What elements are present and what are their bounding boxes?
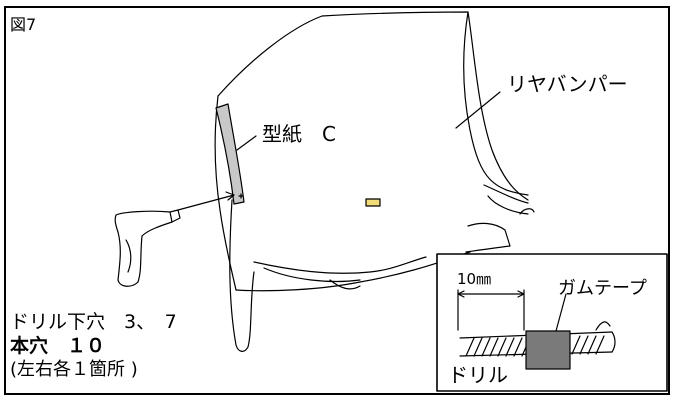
mud-flap-lower bbox=[253, 256, 427, 274]
drill-grip-detail bbox=[125, 239, 132, 273]
drill-bit-end bbox=[611, 331, 616, 353]
dimension-label: 10㎜ bbox=[457, 270, 492, 288]
rear-bumper-outline bbox=[217, 11, 529, 201]
figure-title: 図7 bbox=[10, 15, 37, 34]
drill-bit-hatching bbox=[465, 335, 605, 357]
dim-arrow-left bbox=[457, 290, 465, 298]
bumper-lower-line bbox=[483, 184, 529, 204]
wheel-arch-inner bbox=[235, 251, 471, 292]
tape-leader-line bbox=[555, 293, 567, 332]
mud-flap-outline bbox=[229, 199, 255, 352]
gum-tape-block bbox=[525, 330, 571, 370]
wheel-arch-outline bbox=[214, 95, 237, 291]
bumper-edge-line bbox=[463, 11, 529, 196]
drill-chuck bbox=[169, 209, 181, 223]
template-hole-mark bbox=[238, 193, 244, 199]
bumper-reflector bbox=[519, 208, 535, 215]
bumper-corner-line bbox=[487, 195, 529, 215]
drill-arrow-line bbox=[177, 194, 235, 211]
rear-bumper-label: リヤバンパー bbox=[507, 72, 628, 96]
pilot-hole-label: ドリル下穴 3、 7 bbox=[10, 311, 177, 333]
trim-line bbox=[329, 279, 361, 290]
drill-arrow-head bbox=[225, 191, 235, 201]
lower-valance bbox=[465, 222, 511, 253]
bumper-marker bbox=[365, 198, 381, 207]
template-c-label: 型紙 C bbox=[262, 122, 336, 146]
template-leader-line bbox=[236, 135, 257, 151]
figure-frame bbox=[4, 6, 670, 395]
template-c bbox=[215, 103, 245, 205]
drill-body bbox=[114, 210, 173, 287]
main-hole-label: 本穴 １０ bbox=[10, 335, 106, 357]
dim-arrow-right bbox=[517, 290, 525, 298]
mud-flap-detail bbox=[263, 267, 361, 283]
drill-label: ドリル bbox=[448, 363, 508, 387]
note-label: (左右各１箇所 ) bbox=[10, 359, 138, 380]
gum-tape-label: ガムテープ bbox=[558, 278, 647, 299]
bumper-leader-line bbox=[455, 91, 501, 129]
bit-break-line bbox=[595, 321, 611, 331]
